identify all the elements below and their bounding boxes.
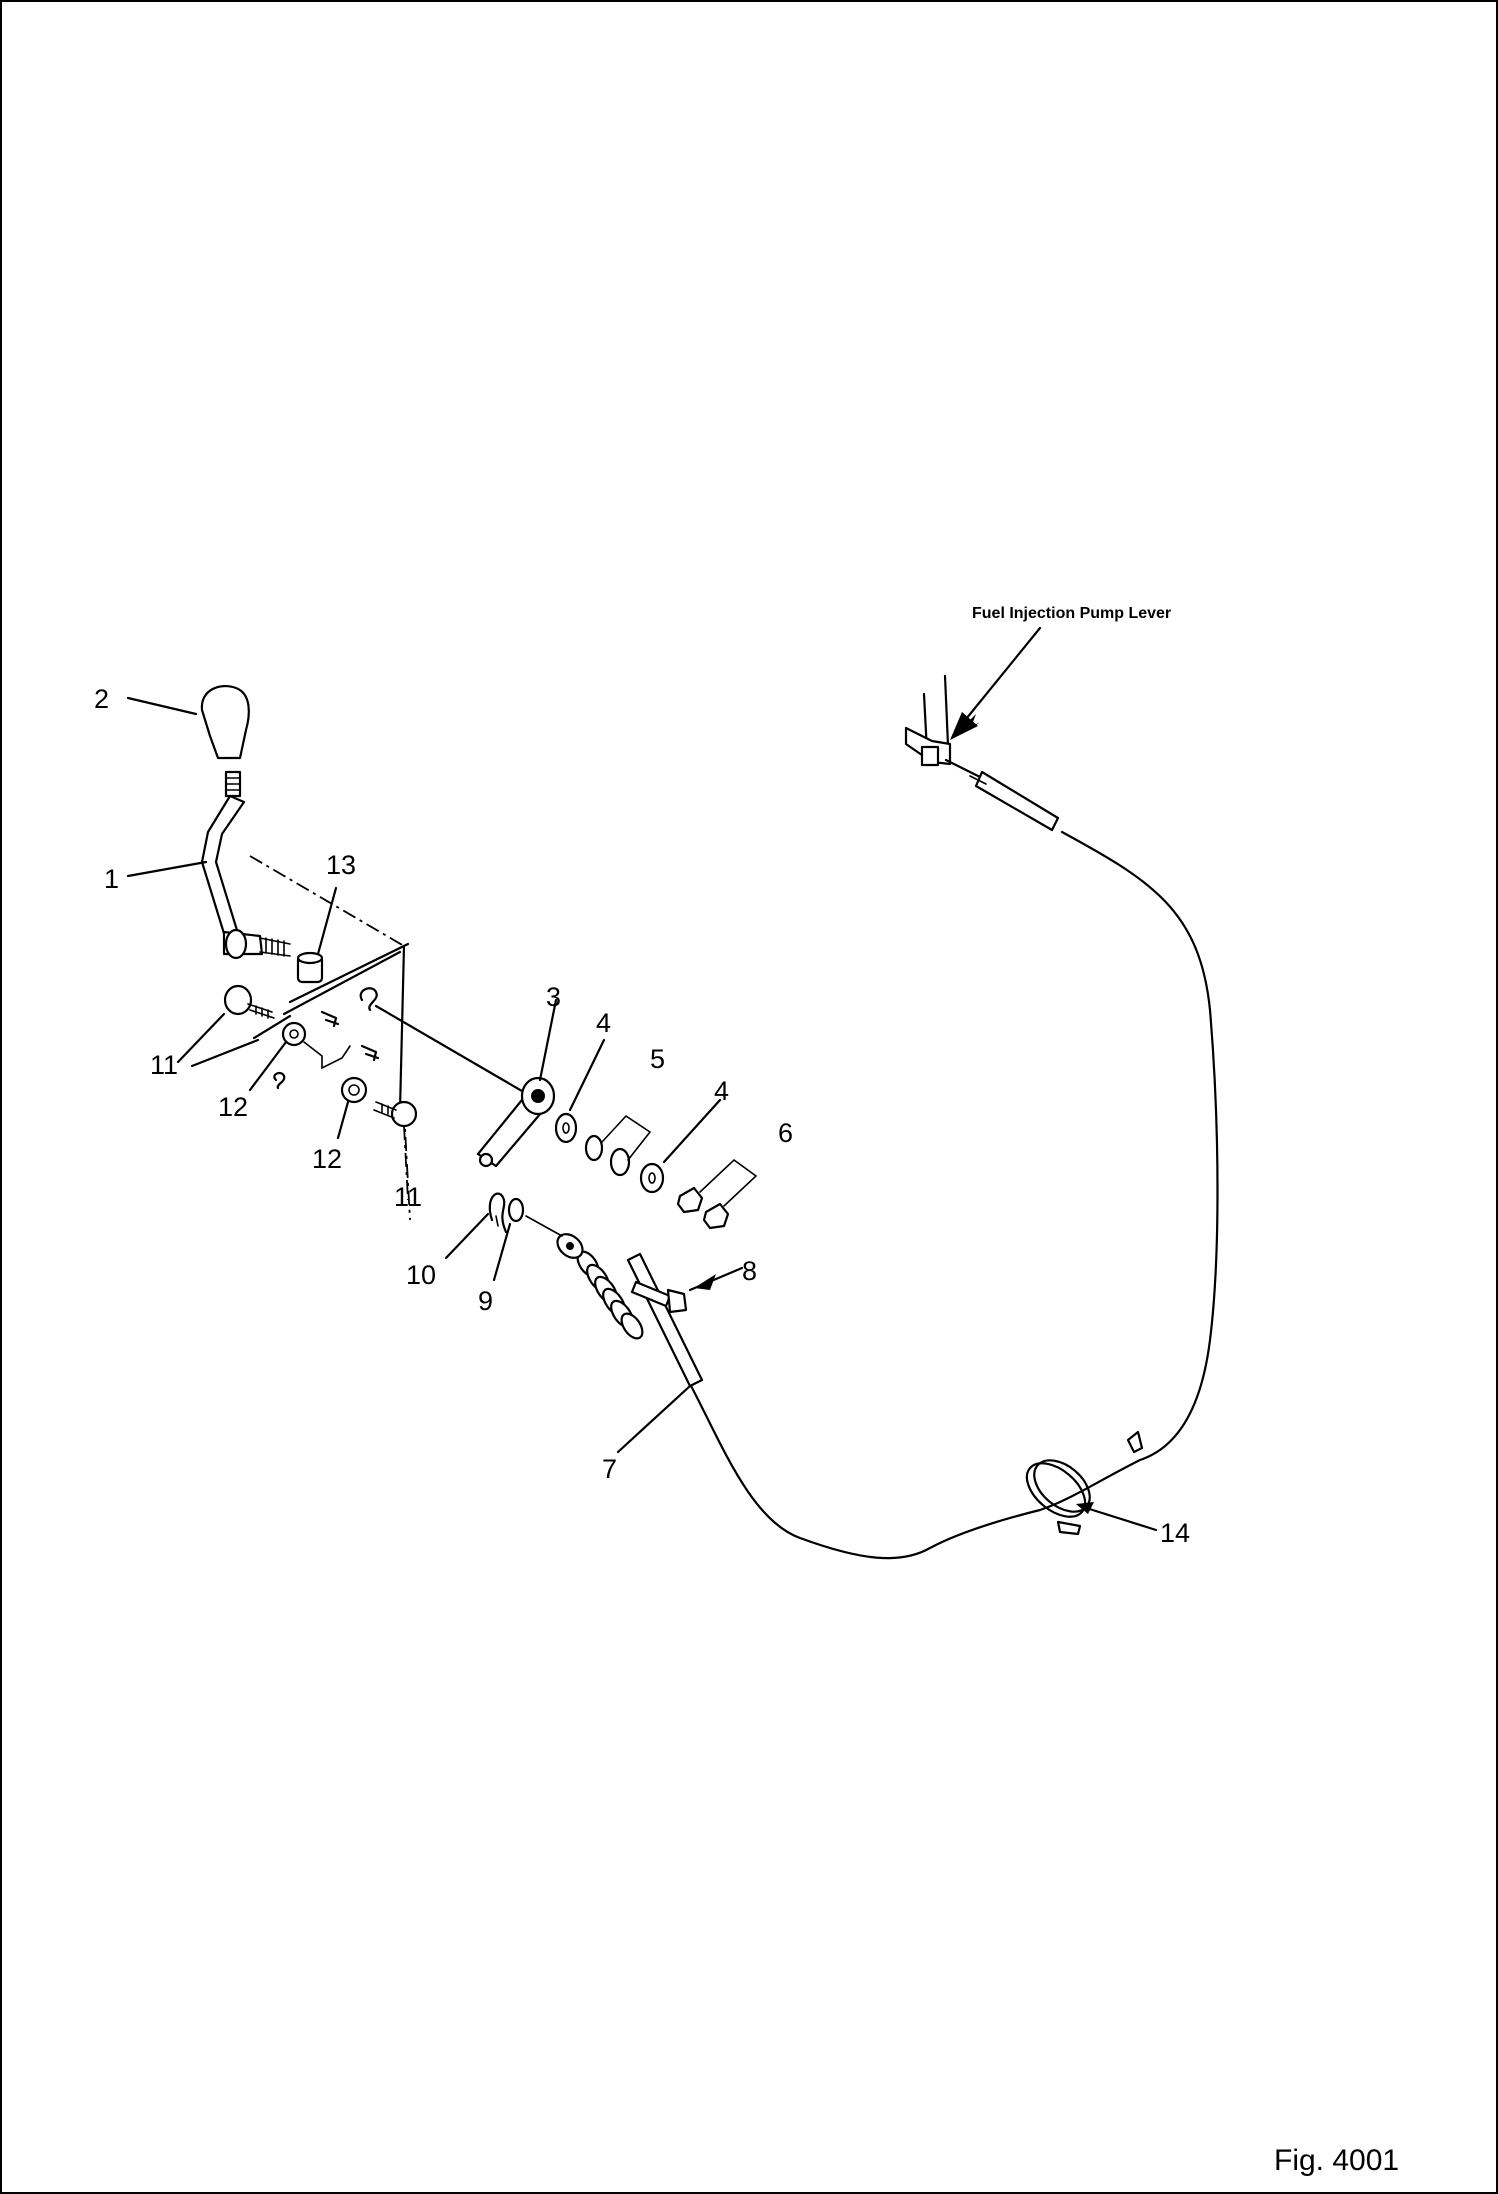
callout-11-upper: 11 <box>150 1050 178 1080</box>
nut-bracket-line <box>303 1041 351 1070</box>
washer-b <box>639 1162 665 1194</box>
leader-lines <box>126 696 1158 1532</box>
callout-1: 1 <box>104 864 119 894</box>
callout-10: 10 <box>406 1260 436 1290</box>
callout-4-upper: 4 <box>596 1008 611 1038</box>
leader-arrow-8 <box>694 1274 716 1290</box>
control-cable <box>688 830 1219 1560</box>
bolt-axis <box>403 1125 409 1201</box>
bushing-a <box>584 1134 604 1162</box>
callout-6: 6 <box>778 1118 793 1148</box>
lock-washer-upper <box>273 1071 286 1090</box>
lever-knob <box>200 684 250 760</box>
pump-lever-note: Fuel Injection Pump Lever <box>972 605 1171 622</box>
callout-13: 13 <box>326 850 356 880</box>
callout-8: 8 <box>742 1256 757 1286</box>
nut-a <box>676 1186 704 1214</box>
fuel-injection-pump-lever <box>904 674 1060 832</box>
lock-washer-bracket <box>359 987 378 1012</box>
control-lever <box>200 770 291 960</box>
washer-a <box>554 1112 578 1144</box>
callout-12-upper: 12 <box>218 1092 248 1122</box>
callout-11-lower: 11 <box>394 1182 422 1212</box>
note-arrow <box>950 626 1042 740</box>
bushing-b <box>609 1147 631 1177</box>
lever-thread <box>259 937 291 957</box>
cable-band <box>1126 1430 1144 1454</box>
callout-2: 2 <box>94 684 109 714</box>
callout-9: 9 <box>478 1286 493 1316</box>
lever-top-thread <box>224 770 242 798</box>
lever-arm <box>374 1004 556 1168</box>
callout-3: 3 <box>546 982 561 1012</box>
callout-4-lower: 4 <box>714 1076 729 1106</box>
nut-upper <box>281 1021 307 1047</box>
nut-b <box>702 1202 730 1230</box>
bushing-bracket-line <box>601 1114 652 1161</box>
callout-14: 14 <box>1160 1518 1190 1548</box>
spring-pin-b <box>360 1044 380 1062</box>
callout-5: 5 <box>650 1044 665 1074</box>
spring-pin-a <box>320 1010 340 1028</box>
figure-number: Fig. 4001 <box>1274 2144 1399 2177</box>
cable-thread <box>576 1250 644 1340</box>
callout-7: 7 <box>602 1454 617 1484</box>
bolt-upper <box>223 984 275 1019</box>
washer-9 <box>507 1197 563 1237</box>
leader-arrow-14 <box>1076 1502 1094 1514</box>
bolt-8 <box>630 1280 688 1314</box>
cotter-pin <box>488 1192 508 1234</box>
bushing <box>296 951 324 984</box>
nut-bracket-line-6 <box>699 1158 758 1207</box>
callout-12-lower: 12 <box>312 1144 342 1174</box>
bolt-lower <box>373 1100 418 1128</box>
cable-clamp <box>1025 1459 1091 1536</box>
nut-lower <box>340 1076 368 1104</box>
